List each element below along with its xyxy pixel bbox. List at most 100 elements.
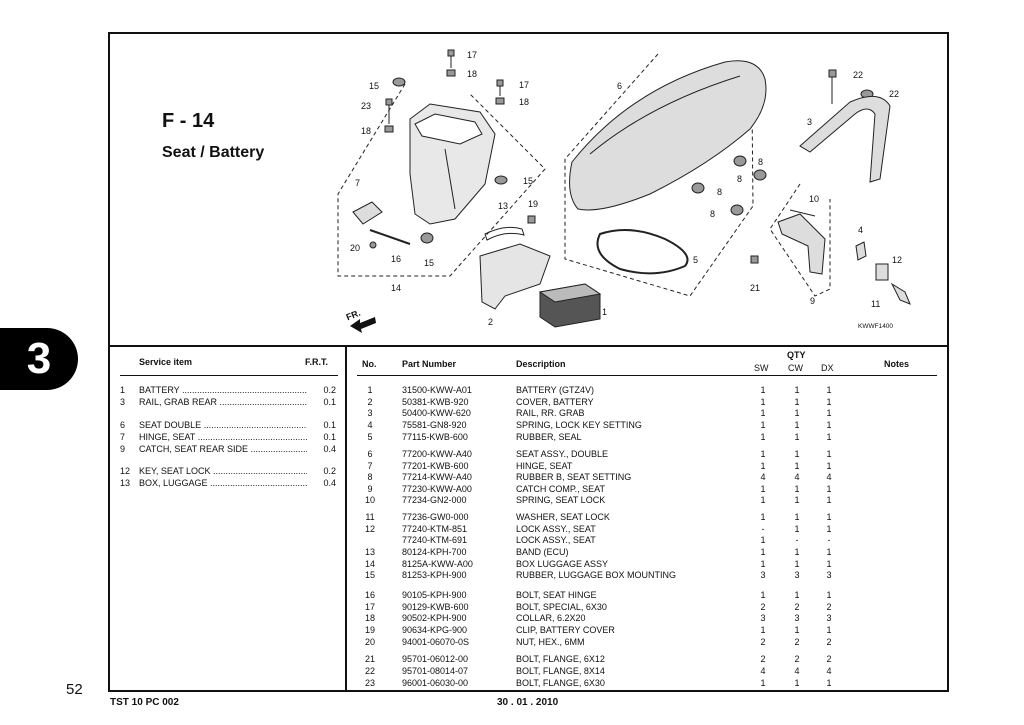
part-number: 95701-06012-00: [402, 654, 469, 664]
qty-cw: 1: [794, 484, 800, 494]
part-number: 50381-KWB-920: [402, 397, 469, 407]
seat-group-outline: [564, 53, 754, 297]
callout-label: 4: [858, 225, 864, 235]
part-ref-number: 9: [367, 484, 373, 494]
qty-dx: 4: [826, 472, 832, 482]
qty-cw: 1: [794, 432, 800, 442]
qty-cw: 1: [794, 678, 800, 688]
qty-sw: 1: [760, 385, 766, 395]
callout-label: 10: [809, 194, 820, 204]
part-number: 77240-KTM-851: [402, 524, 468, 534]
part-number: 77240-KTM-691: [402, 535, 468, 545]
part-ref-number: 15: [364, 570, 375, 580]
qty-cw: 3: [794, 570, 800, 580]
callout-label: 19: [528, 199, 539, 209]
part-number: 77200-KWW-A40: [402, 449, 472, 459]
part-ref-number: 4: [367, 420, 373, 430]
callout-label: 20: [350, 243, 361, 253]
part-number: 80124-KPH-700: [402, 547, 467, 557]
part-number: 77201-KWB-600: [402, 461, 469, 471]
part-description: NUT, HEX., 6MM: [516, 637, 585, 647]
exploded-diagram: [337, 49, 911, 333]
qty-dx: 1: [826, 385, 832, 395]
part-number: 96001-06030-00: [402, 678, 469, 688]
part-ref-number: 6: [367, 449, 373, 459]
qty-dx: 1: [826, 408, 832, 418]
part-description: RUBBER, SEAL: [516, 432, 582, 442]
service-item-name: CATCH, SEAT REAR SIDE: [139, 444, 307, 455]
qty-dx: 3: [826, 570, 832, 580]
part-number: 8125A-KWW-A00: [402, 559, 473, 569]
qty-sw: 1: [760, 461, 766, 471]
qty-sw: 1: [760, 495, 766, 505]
qty-cw: 2: [794, 602, 800, 612]
rubber-seal-drawing: [596, 229, 689, 275]
qty-dx: 1: [826, 547, 832, 557]
battery-drawing: [538, 283, 602, 328]
callout-label: 8: [737, 174, 743, 184]
section-tab: 3: [0, 328, 78, 390]
part-ref-number: 7: [367, 461, 373, 471]
callout-label: 22: [889, 89, 900, 99]
part-number-header: Part Number: [402, 359, 457, 369]
callout-label: 15: [523, 176, 534, 186]
part-description: BAND (ECU): [516, 547, 569, 557]
qty-dx: 1: [826, 512, 832, 522]
qty-dx: 1: [826, 461, 832, 471]
qty-sw: 1: [760, 408, 766, 418]
qty-cw: 1: [794, 495, 800, 505]
frt-header: F.R.T.: [305, 357, 329, 367]
service-item-frt: 0.2: [323, 466, 336, 476]
callout-label: 17: [519, 80, 530, 90]
service-item-frt: 0.1: [323, 397, 336, 407]
qty-sw: -: [761, 524, 765, 534]
qty-dx: 1: [826, 559, 832, 569]
service-item-header: Service item: [139, 357, 193, 367]
callout-label: 8: [710, 209, 716, 219]
part-description: COVER, BATTERY: [516, 397, 594, 407]
qty-cw: 1: [794, 420, 800, 430]
part-description: COLLAR, 6.2X20: [516, 613, 586, 623]
callout-label: 22: [853, 70, 864, 80]
service-item-number: 9: [120, 444, 126, 454]
service-item-number: 13: [120, 478, 131, 488]
document-date: 30 . 01 . 2010: [497, 697, 559, 708]
qty-sw: 2: [760, 637, 766, 647]
part-number: 90105-KPH-900: [402, 590, 467, 600]
service-header-rule: [120, 375, 338, 376]
part-ref-number: 16: [364, 590, 375, 600]
luggage-box-group-outline: [337, 83, 546, 277]
qty-cw: 1: [794, 625, 800, 635]
part-description: RUBBER B, SEAT SETTING: [516, 472, 632, 482]
callout-label: 2: [488, 317, 494, 327]
part-description: BOX LUGGAGE ASSY: [516, 559, 609, 569]
qty-dx: 1: [826, 397, 832, 407]
callout-label: 6: [617, 81, 623, 91]
qty-cw: 2: [794, 654, 800, 664]
callout-label: 15: [369, 81, 380, 91]
front-direction-arrow: [350, 317, 376, 333]
service-item-number: 1: [120, 385, 126, 395]
qty-cw: 1: [794, 559, 800, 569]
part-description: LOCK ASSY., SEAT: [516, 524, 596, 534]
seat-drawing: [569, 60, 767, 211]
battery-cover-drawing: [479, 243, 551, 310]
part-ref-number: 13: [364, 547, 375, 557]
qty-sw: 1: [760, 547, 766, 557]
callout-label: 18: [467, 69, 478, 79]
part-ref-number: 17: [364, 602, 375, 612]
service-item-name: BATTERY: [139, 385, 307, 396]
callout-label: 5: [693, 255, 699, 265]
